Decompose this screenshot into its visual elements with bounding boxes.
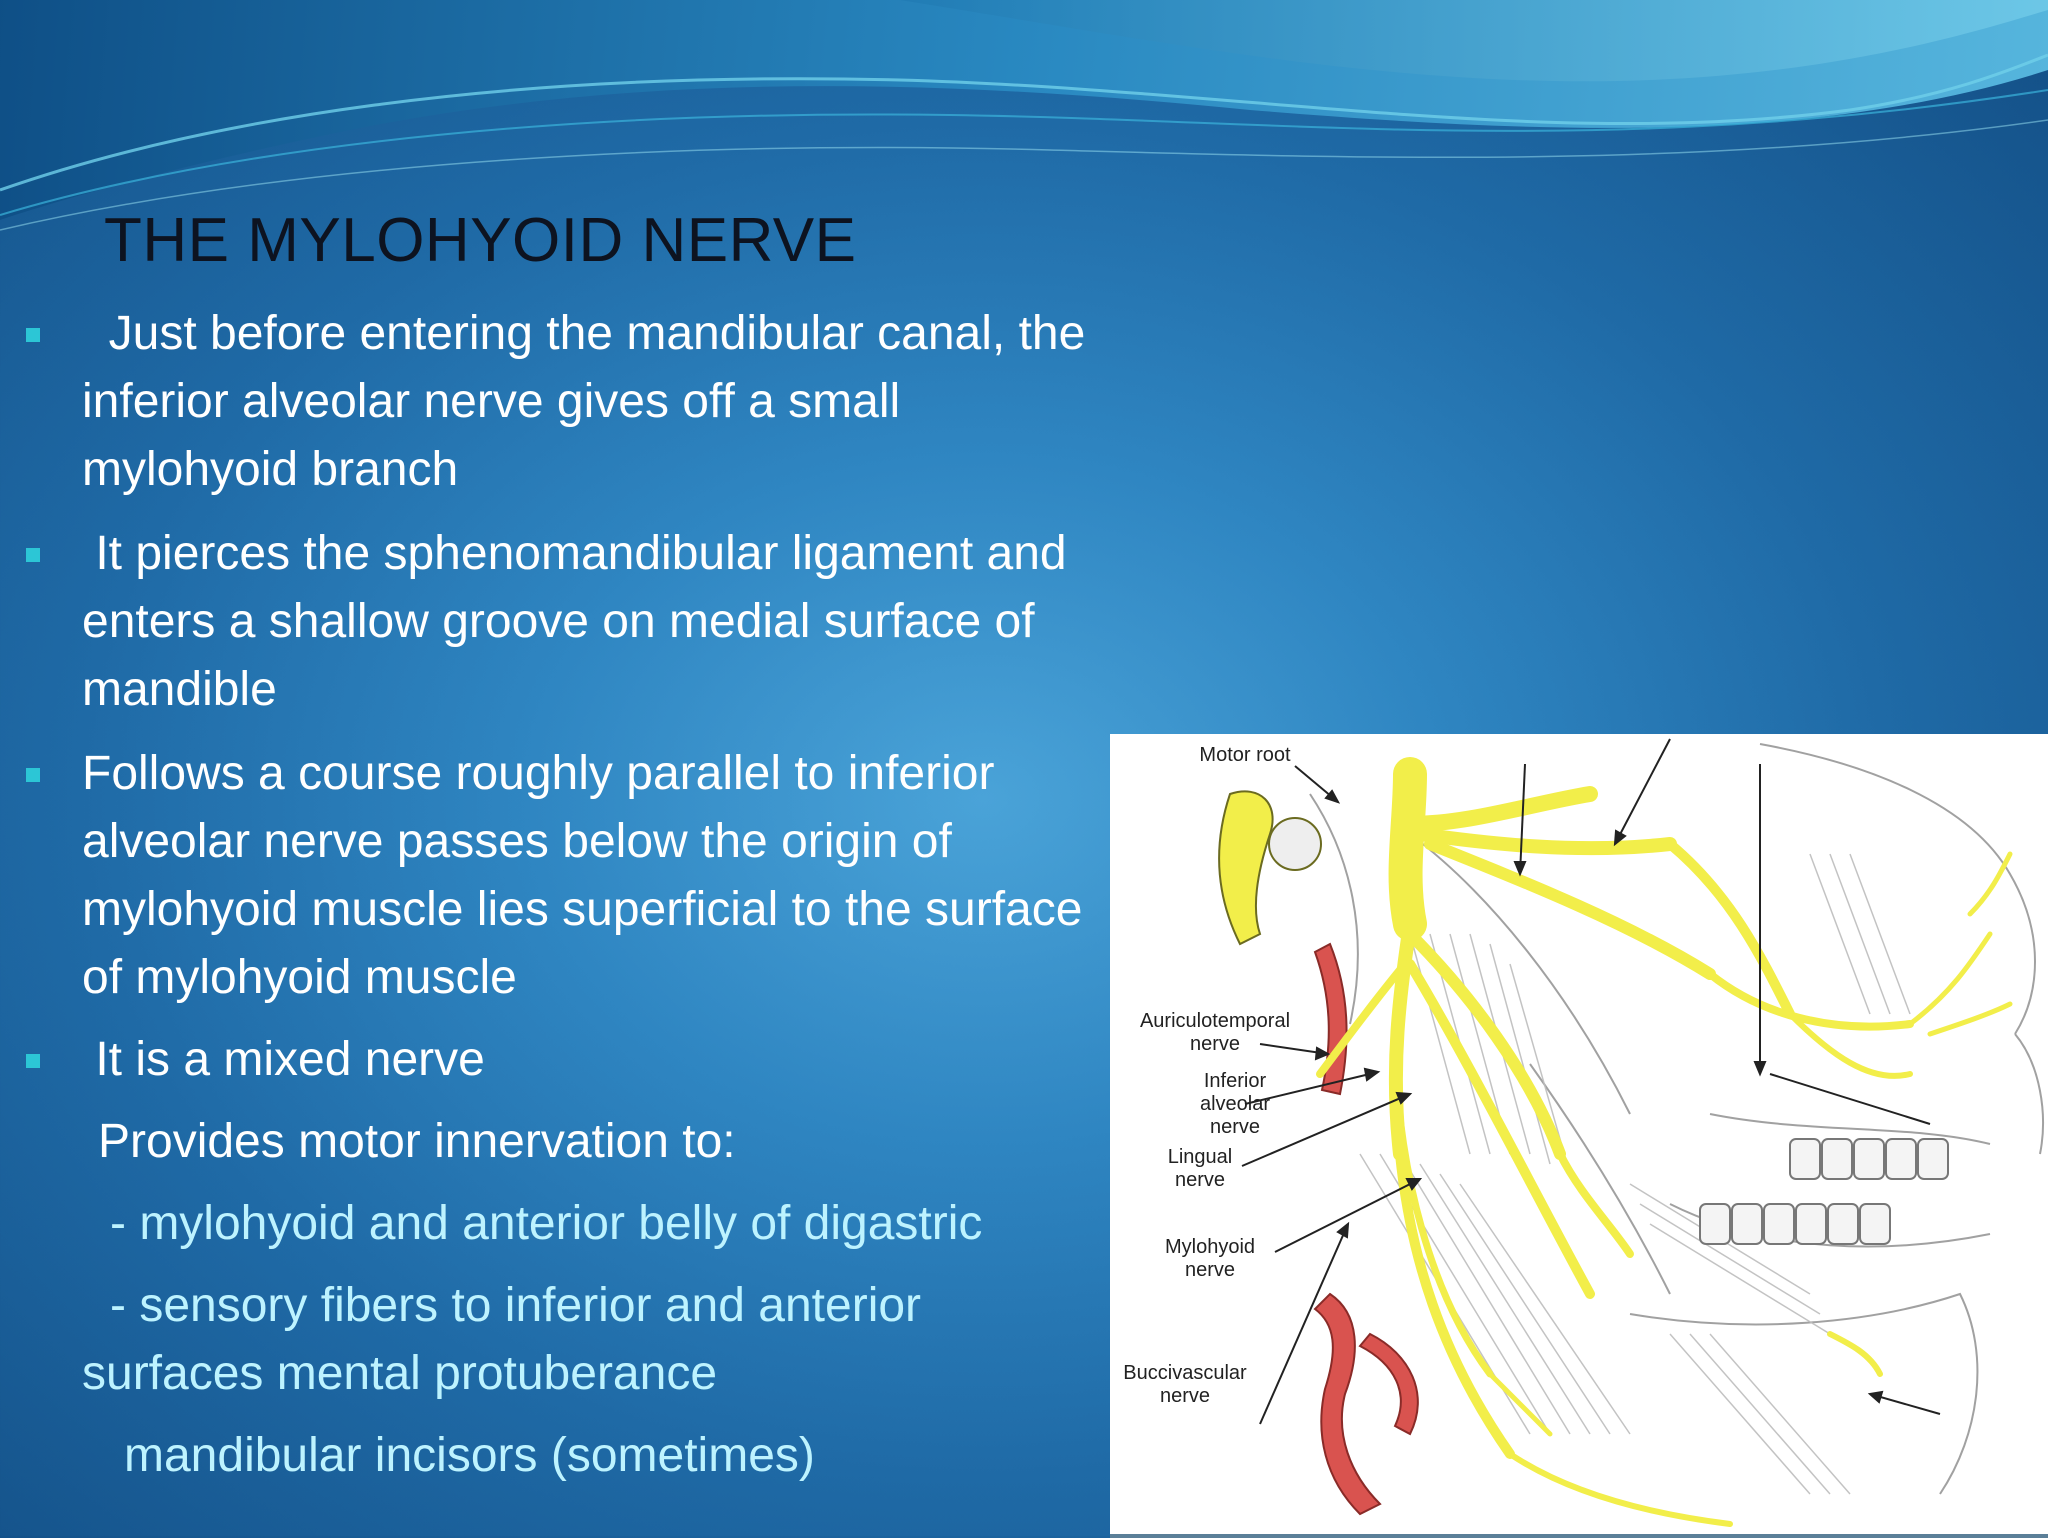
label-line: Inferior xyxy=(1203,1070,1267,1092)
bullet-marker-icon xyxy=(26,328,40,342)
label-line: nerve xyxy=(1174,1169,1226,1191)
label-motor-root: Motor root xyxy=(1199,744,1291,766)
header-wave-decoration xyxy=(0,0,2048,231)
sub-item: - mylohyoid and anterior belly of digast… xyxy=(110,1197,983,1250)
label-line: Buccivascular xyxy=(1123,1362,1247,1384)
label-line: Mylohyoid xyxy=(1164,1236,1256,1258)
label-mylohyoid-nerve: Mylohyoid nerve xyxy=(1145,1236,1275,1282)
bullet-item: Just before entering the mandibular cana… xyxy=(0,300,1110,504)
bullet-marker-icon xyxy=(26,768,40,782)
anatomy-illustration: Motor root Auriculotemporal nerve Inferi… xyxy=(1110,734,2048,1538)
nerve-diagram-drawing xyxy=(1218,738,2044,1527)
motor-innervation-line: Provides motor innervation to: xyxy=(98,1115,736,1168)
label-line: Lingual xyxy=(1167,1146,1233,1168)
label-buccivascular-nerve: Buccivascular nerve xyxy=(1110,1362,1260,1408)
label-line: alveolar xyxy=(1199,1093,1271,1115)
bullet-marker-icon xyxy=(26,1054,40,1068)
bullet-text: It pierces the sphenomandibular ligament… xyxy=(82,527,1080,716)
bullet-item: It is a mixed nerve xyxy=(0,1026,1110,1094)
content-list: Just before entering the mandibular cana… xyxy=(0,300,1110,1490)
slide-title: THE MYLOHYOID NERVE xyxy=(104,206,857,275)
bullet-item: It pierces the sphenomandibular ligament… xyxy=(0,520,1110,724)
label-line: nerve xyxy=(1159,1385,1211,1407)
label-line: nerve xyxy=(1184,1259,1236,1281)
bullet-item: Follows a course roughly parallel to inf… xyxy=(0,740,1110,1012)
label-line: nerve xyxy=(1209,1116,1261,1138)
bullet-text: Follows a course roughly parallel to inf… xyxy=(82,747,1083,1004)
bullet-marker-icon xyxy=(26,548,40,562)
sub-item: - sensory fibers to inferior and anterio… xyxy=(82,1279,922,1400)
sub-item: mandibular incisors (sometimes) xyxy=(124,1429,815,1482)
label-line: nerve xyxy=(1189,1033,1241,1055)
label-inferior-alveolar-nerve: Inferior alveolar nerve xyxy=(1180,1070,1290,1139)
label-lingual-nerve: Lingual nerve xyxy=(1150,1146,1250,1192)
label-auriculotemporal-nerve: Auriculotemporal nerve xyxy=(1120,1010,1310,1056)
bullet-text: It is a mixed nerve xyxy=(82,1033,485,1086)
label-line: Auriculotemporal xyxy=(1139,1010,1291,1032)
bullet-text: Just before entering the mandibular cana… xyxy=(82,307,1099,496)
